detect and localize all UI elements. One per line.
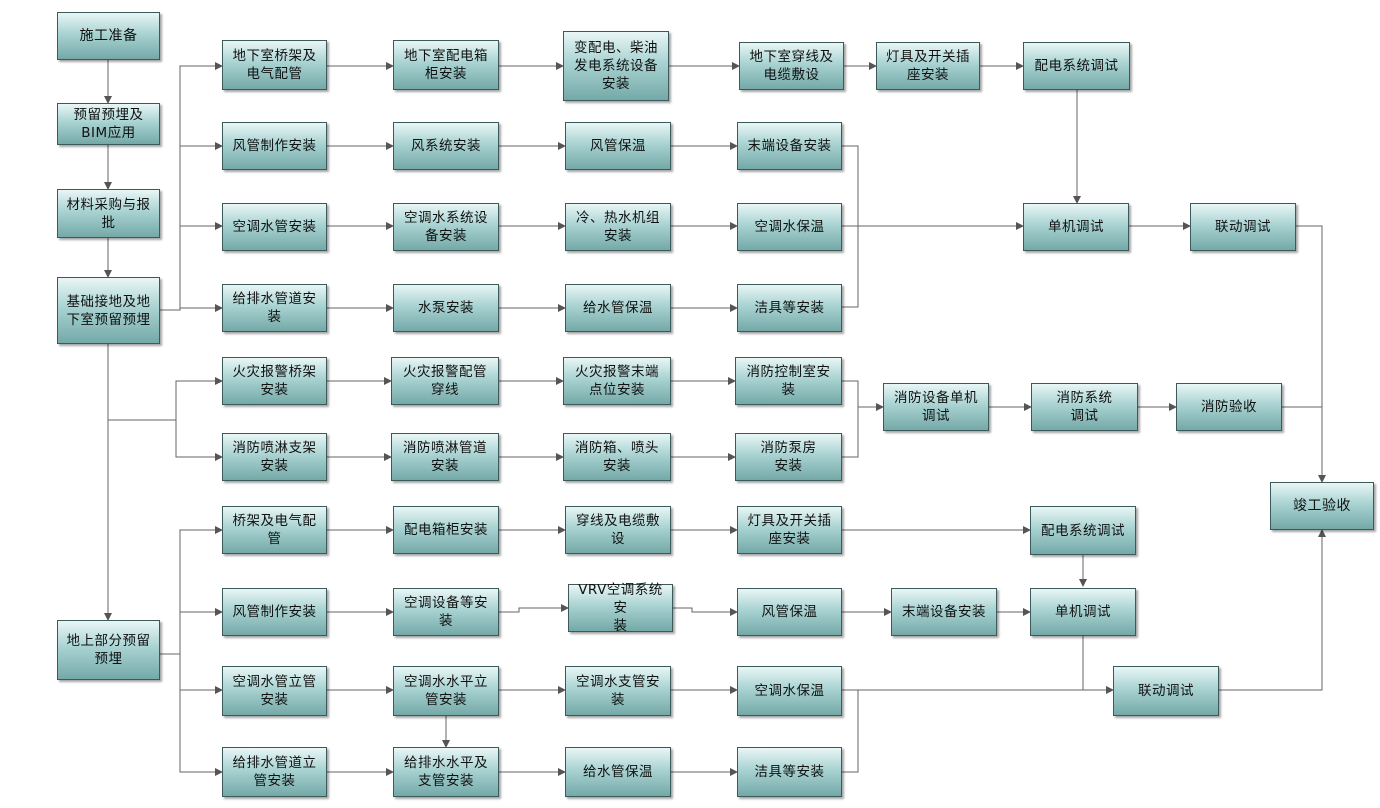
node-vrv-system-install: VRV空调系统安 装: [568, 582, 673, 634]
node-ac-branch-pipe: 空调水支管安 装: [565, 666, 671, 716]
node-sanitary-install: 洁具等安装: [737, 284, 842, 332]
node-ac-water-equipment: 空调水系统设 备安装: [393, 203, 499, 251]
node-above-unit-test: 单机调试: [1030, 588, 1136, 636]
node-above-tray-conduit: 桥架及电气配 管: [222, 506, 327, 554]
node-basement-wiring-cable: 地下室穿线及 电缆敷设: [739, 42, 844, 90]
node-fire-pump-room: 消防泵房 安装: [735, 433, 842, 481]
node-fire-unit-test: 消防设备单机 调试: [883, 383, 989, 431]
node-above-duct-insulation: 风管保温: [737, 588, 842, 636]
node-drainage-riser: 给排水管道立 管安装: [222, 747, 327, 797]
node-ac-horizontal-riser: 空调水水平立 管安装: [393, 666, 499, 716]
node-ac-riser-pipe: 空调水管立管 安装: [222, 666, 327, 716]
node-reservation-bim: 预留预埋及 BIM应用: [57, 103, 160, 145]
node-above-lamp-switch: 灯具及开关插 座安装: [737, 506, 842, 554]
node-above-ac-water-insulation: 空调水保温: [737, 666, 842, 716]
node-ac-equipment-install: 空调设备等安 装: [393, 588, 499, 636]
node-fire-system-test: 消防系统 调试: [1031, 383, 1138, 431]
node-material-procurement: 材料采购与报 批: [57, 189, 160, 238]
node-basement-lamp-switch: 灯具及开关插 座安装: [876, 42, 980, 90]
node-above-terminal-equipment: 末端设备安装: [891, 588, 997, 636]
node-fire-alarm-wiring: 火灾报警配管 穿线: [391, 357, 499, 405]
node-substation-generator: 变配电、柴油 发电系统设备 安装: [563, 31, 669, 101]
node-fire-alarm-tray: 火灾报警桥架 安装: [222, 357, 327, 405]
node-air-system-install: 风系统安装: [393, 122, 499, 170]
node-linkage-test: 联动调试: [1190, 203, 1296, 251]
node-construction-prep: 施工准备: [57, 12, 160, 60]
node-fire-acceptance: 消防验收: [1176, 383, 1282, 431]
node-above-linkage-test: 联动调试: [1113, 666, 1219, 716]
node-above-wiring-cable: 穿线及电缆敷 设: [565, 506, 671, 554]
node-ac-water-pipe: 空调水管安装: [222, 203, 327, 251]
node-duct-insulation: 风管保温: [565, 122, 671, 170]
node-single-unit-test: 单机调试: [1023, 203, 1129, 251]
node-fire-alarm-terminal: 火灾报警末端 点位安装: [563, 357, 671, 405]
node-ac-water-insulation: 空调水保温: [737, 203, 842, 251]
node-above-sanitary-install: 洁具等安装: [737, 747, 842, 797]
node-foundation-grounding: 基础接地及地 下室预留预埋: [57, 277, 160, 344]
node-basement-duct-fabrication: 风管制作安装: [222, 122, 327, 170]
node-hydrant-sprinkler-head: 消防箱、喷头 安装: [563, 433, 671, 481]
node-completion-acceptance: 竣工验收: [1270, 482, 1374, 530]
node-basement-power-commissioning: 配电系统调试: [1023, 42, 1130, 90]
node-drainage-horizontal-branch: 给排水水平及 支管安装: [393, 747, 499, 797]
node-pump-install: 水泵安装: [393, 284, 499, 332]
node-above-distribution-box: 配电箱柜安装: [393, 506, 499, 554]
node-terminal-equipment: 末端设备安装: [737, 122, 842, 170]
node-sprinkler-support: 消防喷淋支架 安装: [222, 433, 327, 481]
node-water-pipe-insulation: 给水管保温: [565, 284, 671, 332]
node-basement-tray-conduit: 地下室桥架及 电气配管: [222, 40, 327, 90]
node-fire-control-room: 消防控制室安 装: [735, 357, 842, 405]
node-sprinkler-pipe: 消防喷淋管道 安装: [391, 433, 499, 481]
node-above-duct-fabrication: 风管制作安装: [222, 588, 327, 636]
node-above-power-commissioning: 配电系统调试: [1030, 506, 1136, 555]
node-drainage-pipe: 给排水管道安 装: [222, 284, 327, 332]
node-above-water-pipe-insulation: 给水管保温: [565, 747, 671, 797]
node-above-ground-reservation: 地上部分预留 预埋: [57, 620, 160, 680]
node-chiller-install: 冷、热水机组 安装: [565, 203, 671, 251]
node-basement-distribution-box: 地下室配电箱 柜安装: [393, 40, 499, 90]
